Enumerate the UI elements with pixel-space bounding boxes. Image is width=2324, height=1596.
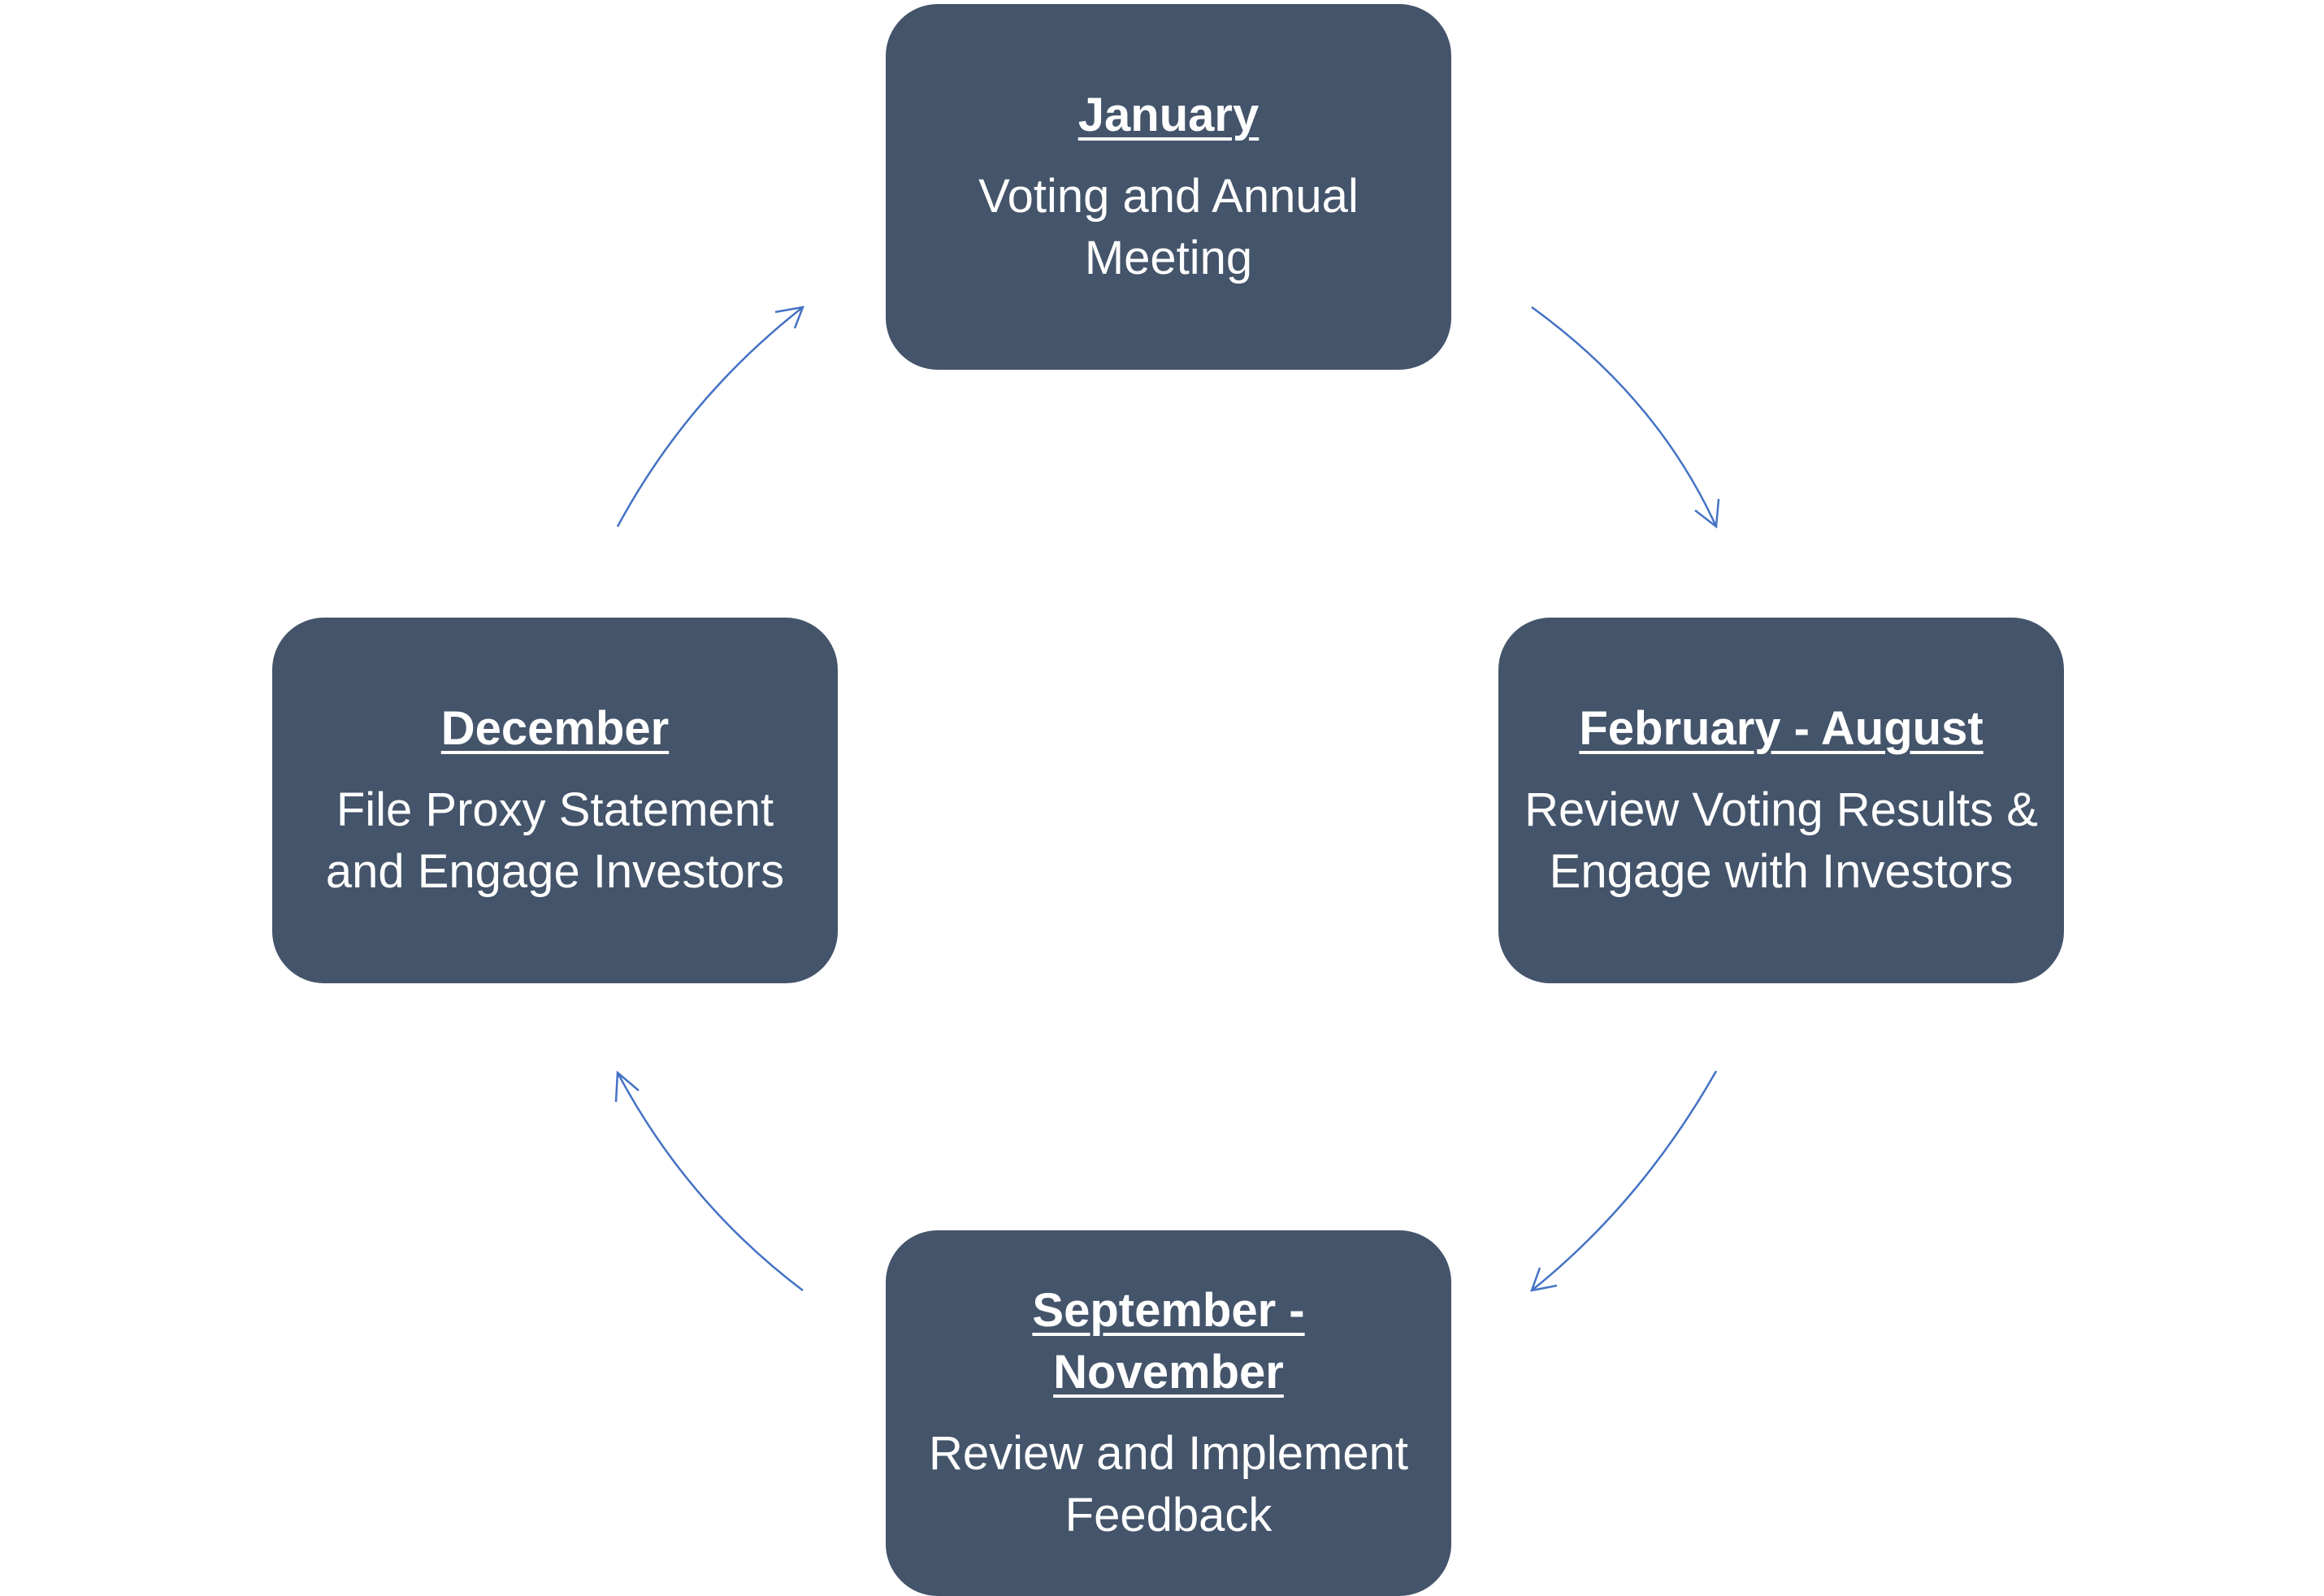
node-february-august: February - August Review Voting Results … xyxy=(1498,618,2064,983)
arrow-feb-aug-to-sep-nov xyxy=(1530,1070,1718,1292)
node-january: January Voting and Annual Meeting xyxy=(886,4,1451,370)
node-description: Review and Implement Feedback xyxy=(929,1427,1408,1542)
node-description: Voting and Annual Meeting xyxy=(978,170,1359,284)
node-title: December xyxy=(440,702,670,755)
arrow-december-to-january xyxy=(616,306,804,527)
node-title: January xyxy=(1077,89,1260,141)
arrow-sep-nov-to-december xyxy=(614,1070,804,1291)
node-december: December File Proxy Statement and Engage… xyxy=(272,618,838,983)
node-title: February - August xyxy=(1579,702,1984,755)
node-title: September - November xyxy=(1032,1284,1305,1399)
node-description: File Proxy Statement and Engage Investor… xyxy=(325,783,785,898)
node-september-november: September - November Review and Implemen… xyxy=(886,1230,1451,1596)
arrow-january-to-feb-aug xyxy=(1531,306,1720,529)
node-description: Review Voting Results & Engage with Inve… xyxy=(1524,783,2038,898)
